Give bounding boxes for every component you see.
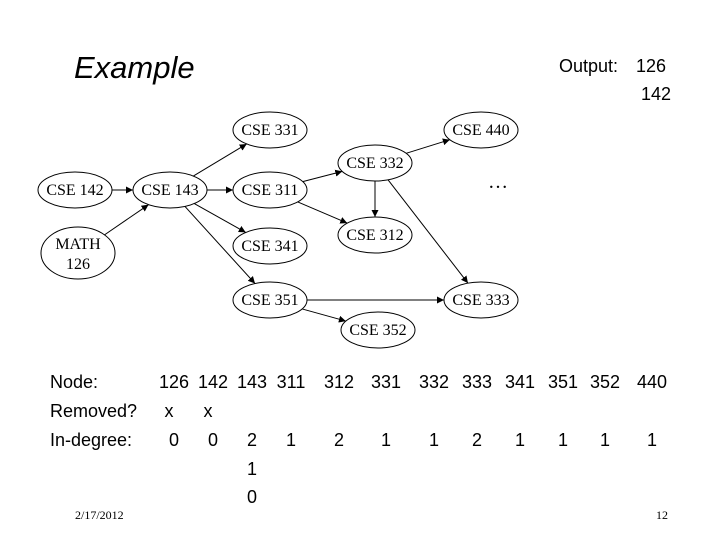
table-indegree-333: 2 — [471, 430, 483, 450]
edge-cse311-cse332 — [302, 169, 343, 183]
node-label: CSE 341 — [241, 238, 298, 255]
node-label: CSE 331 — [241, 122, 298, 139]
table-removed-label: Removed? — [50, 401, 138, 421]
node-label: CSE 351 — [241, 292, 298, 309]
table-removed-126: x — [164, 401, 174, 421]
node-label: CSE 311 — [242, 182, 299, 199]
table-node-311: 311 — [276, 372, 306, 392]
edge-math126-cse143 — [104, 204, 149, 236]
node-ellipse — [232, 227, 308, 265]
table-indegree-352: 1 — [599, 430, 611, 450]
table-indegree-351: 1 — [557, 430, 569, 450]
table-node-143: 143 — [236, 372, 268, 392]
output-value-1: 126 — [636, 56, 667, 76]
table-node-341: 341 — [504, 372, 536, 392]
edge-cse143-cse341 — [194, 203, 246, 233]
footer-page-number: 12 — [656, 508, 668, 522]
node-label: CSE 332 — [346, 155, 403, 172]
node-label: CSE 440 — [452, 122, 509, 139]
node-cse312: CSE 312 — [337, 216, 413, 254]
node-cse351: CSE 351 — [232, 281, 308, 319]
graph-ellipsis: … — [488, 171, 508, 193]
footer-date: 2/17/2012 — [75, 508, 124, 522]
table-indegree-312: 2 — [333, 430, 345, 450]
edge-cse332-cse440 — [406, 138, 450, 154]
node-cse352: CSE 352 — [340, 311, 416, 349]
node-ellipse — [337, 144, 413, 182]
node-ellipse — [40, 226, 116, 280]
node-cse143: CSE 143 — [132, 171, 208, 209]
node-label: CSE 333 — [452, 292, 509, 309]
node-ellipse — [340, 311, 416, 349]
table-indegree-126: 0 — [168, 430, 180, 450]
table-node-label: Node: — [50, 372, 99, 392]
table-node-331: 331 — [370, 372, 402, 392]
node-cse440: CSE 440 — [443, 111, 519, 149]
node-ellipse — [232, 171, 308, 209]
output-value-2: 142 — [641, 84, 672, 104]
table-indegree-history-143: 0 — [246, 487, 258, 507]
table-indegree-143: 2 — [246, 430, 258, 450]
node-label: MATH — [55, 236, 101, 253]
slide-title: Example — [74, 50, 195, 85]
node-label: CSE 143 — [141, 182, 198, 199]
table-indegree-440: 1 — [646, 430, 658, 450]
table-node-142: 142 — [197, 372, 229, 392]
node-math126: MATH 126 — [40, 226, 116, 280]
node-label: 126 — [66, 256, 90, 273]
output-label: Output: — [559, 56, 619, 76]
node-cse341: CSE 341 — [232, 227, 308, 265]
edge-cse143-cse331 — [193, 143, 247, 177]
table-node-333: 333 — [461, 372, 493, 392]
node-label: CSE 352 — [349, 322, 406, 339]
table-indegree-history-143: 1 — [246, 459, 258, 479]
node-cse332: CSE 332 — [337, 144, 413, 182]
node-ellipse — [132, 171, 208, 209]
edge-cse143-cse351 — [184, 206, 256, 284]
edge-cse311-cse312 — [297, 201, 348, 224]
node-ellipse — [443, 281, 519, 319]
node-label: CSE 312 — [346, 227, 403, 244]
table-node-352: 352 — [589, 372, 621, 392]
table-indegree-label: In-degree: — [50, 430, 133, 450]
node-ellipse — [337, 216, 413, 254]
node-cse333: CSE 333 — [443, 281, 519, 319]
node-cse331: CSE 331 — [232, 111, 308, 149]
table-indegree-311: 1 — [285, 430, 297, 450]
node-ellipse — [232, 281, 308, 319]
node-ellipse — [37, 171, 113, 209]
table-indegree-341: 1 — [514, 430, 526, 450]
edge-cse351-cse352 — [301, 308, 347, 323]
node-ellipse — [443, 111, 519, 149]
table-indegree-142: 0 — [207, 430, 219, 450]
table-node-332: 332 — [418, 372, 450, 392]
table-node-126: 126 — [158, 372, 190, 392]
table-indegree-331: 1 — [380, 430, 392, 450]
table-indegree-332: 1 — [428, 430, 440, 450]
table-node-351: 351 — [547, 372, 579, 392]
node-label: CSE 142 — [46, 182, 103, 199]
edge-cse332-cse333 — [387, 179, 469, 284]
table-removed-142: x — [203, 401, 213, 421]
node-cse142: CSE 142 — [37, 171, 113, 209]
node-cse311: CSE 311 — [232, 171, 308, 209]
table-node-440: 440 — [636, 372, 668, 392]
table-node-312: 312 — [323, 372, 355, 392]
node-ellipse — [232, 111, 308, 149]
